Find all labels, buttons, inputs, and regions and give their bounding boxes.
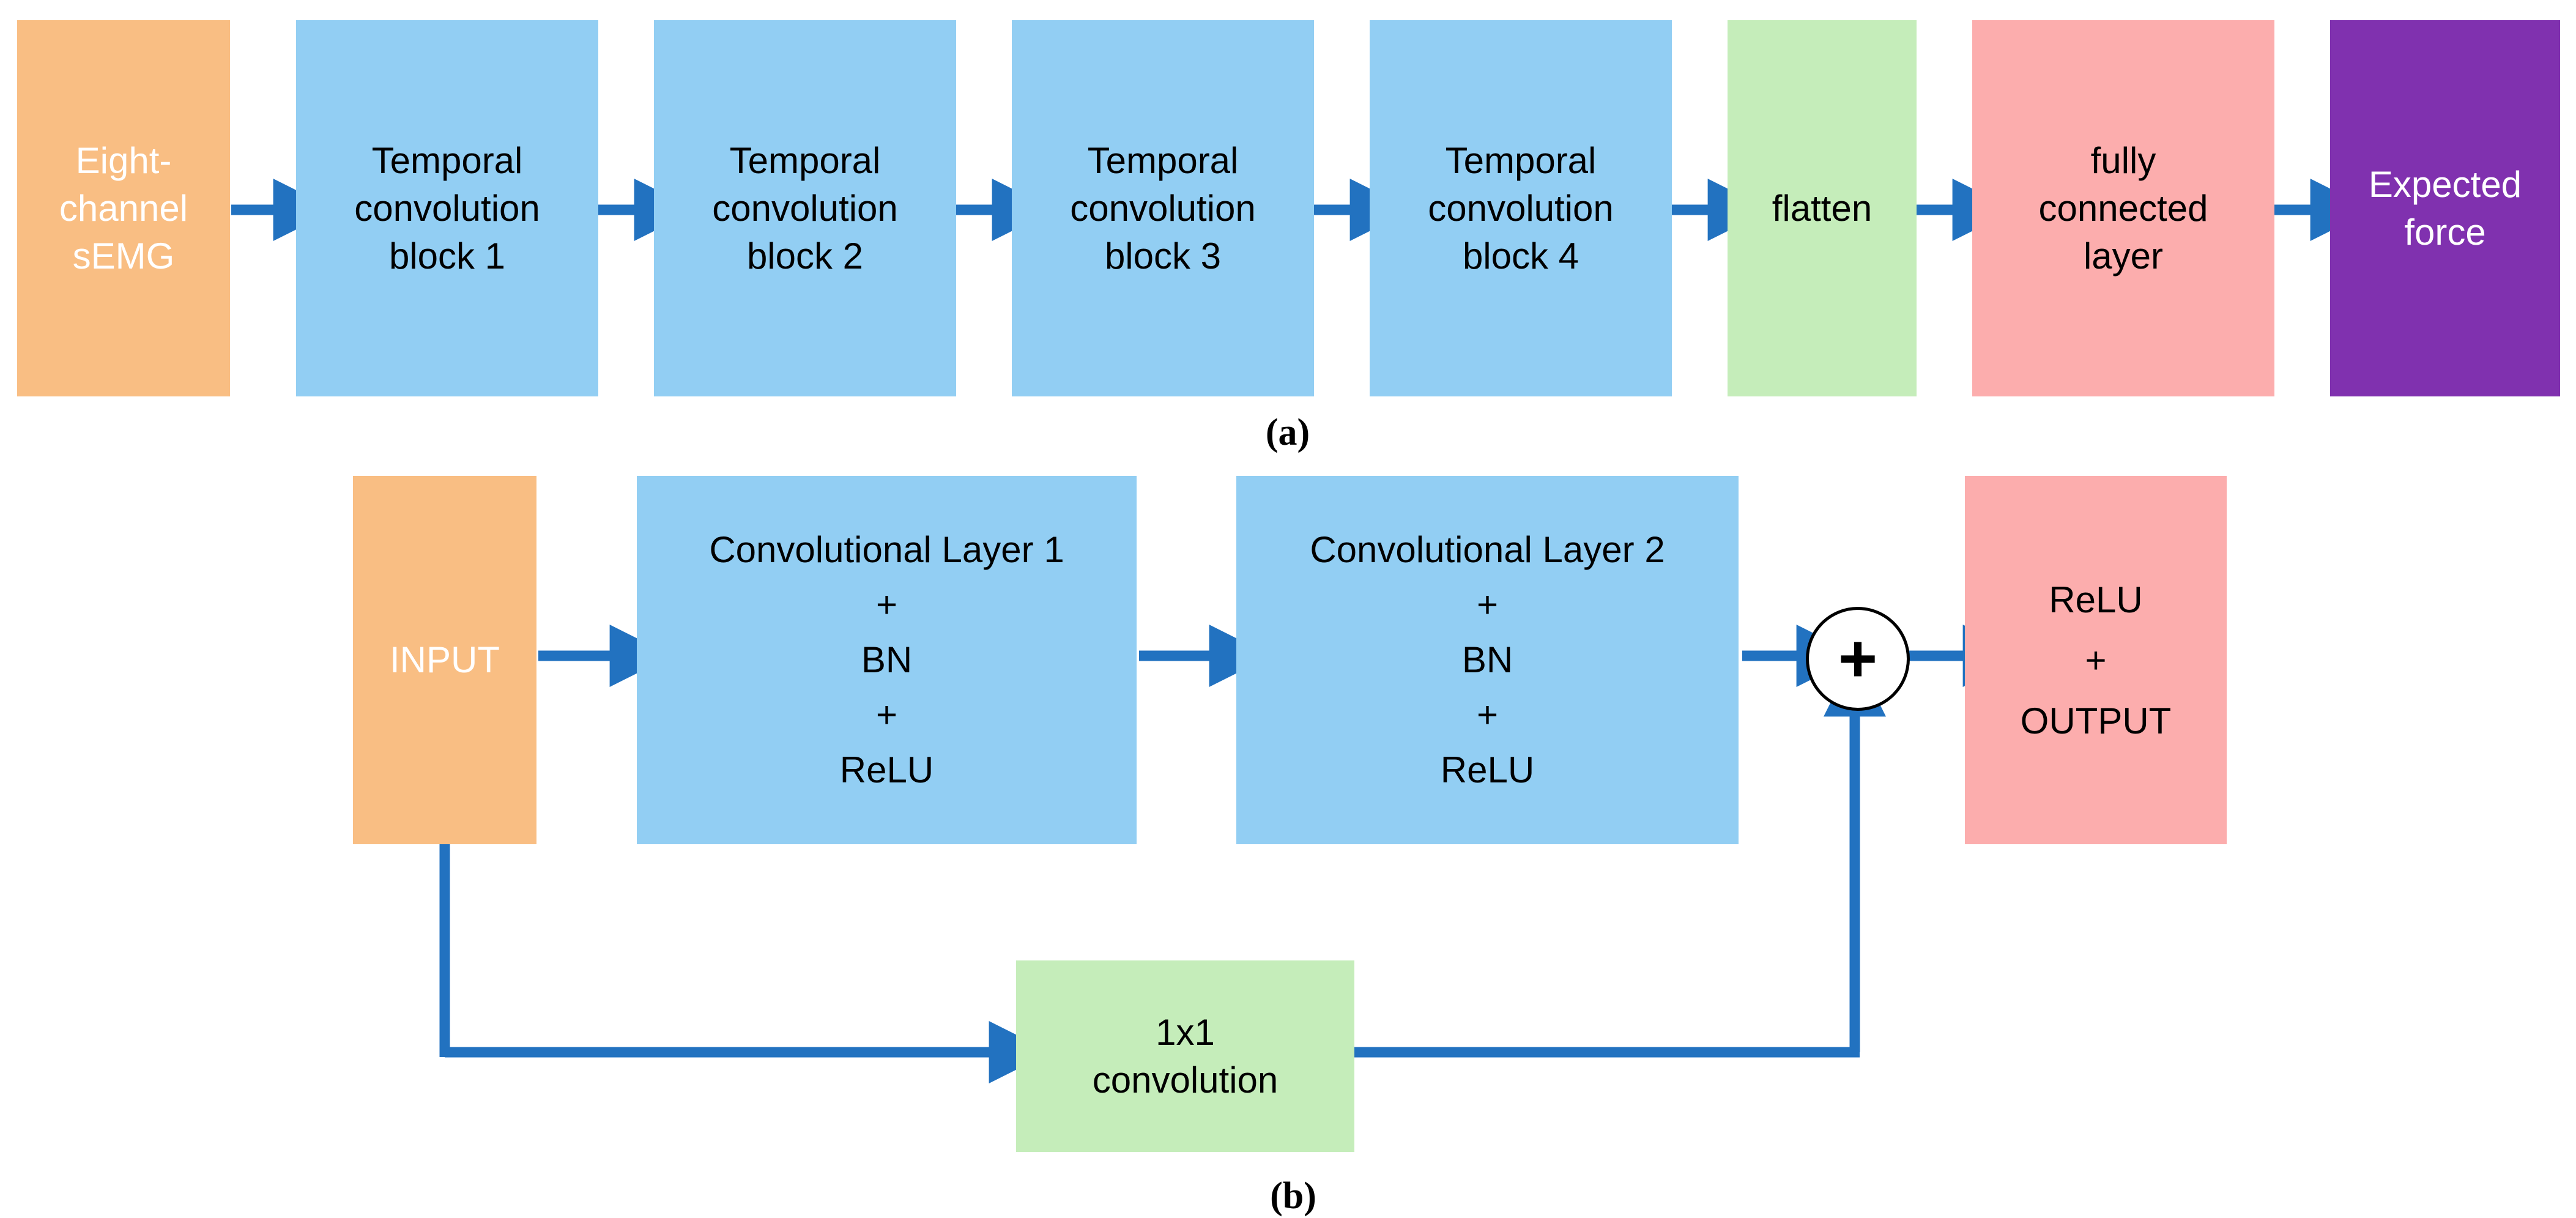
node-line: fully <box>2090 139 2156 181</box>
node-line: Eight- <box>75 139 172 181</box>
node-line: layer <box>2083 235 2164 277</box>
node-line: ReLU <box>2049 579 2143 620</box>
panel-caption-b: (b) <box>1270 1175 1316 1217</box>
node-line: + <box>875 584 898 625</box>
node-line: Temporal <box>1087 139 1239 181</box>
node-line: sEMG <box>72 235 175 277</box>
node-line: ReLU <box>839 749 934 790</box>
node-line: + <box>875 694 898 735</box>
node-line: block 4 <box>1462 235 1579 277</box>
node-line: Convolutional Layer 1 <box>709 529 1064 570</box>
node-line: convolution <box>354 187 540 229</box>
node-line: Temporal <box>729 139 881 181</box>
node-fully-connected-layer[interactable]: fully connected layer <box>1972 20 2274 396</box>
node-line: OUTPUT <box>2020 700 2172 741</box>
node-line: ReLU <box>1440 749 1535 790</box>
node-line: + <box>2085 639 2107 681</box>
node-shortcut-1x1-convolution[interactable]: 1x1 convolution <box>1016 960 1354 1152</box>
node-line: connected <box>2038 187 2208 229</box>
node-flatten[interactable]: flatten <box>1728 20 1917 396</box>
node-line: Temporal <box>371 139 523 181</box>
node-line: block 2 <box>746 235 864 277</box>
node-expected-force[interactable]: Expected force <box>2330 20 2560 396</box>
node-input-semg[interactable]: Eight- channel sEMG <box>17 20 230 396</box>
node-temporal-conv-block-2[interactable]: Temporal convolution block 2 <box>654 20 956 396</box>
node-line: block 1 <box>388 235 506 277</box>
node-line: Convolutional Layer 2 <box>1310 529 1665 570</box>
node-block-input[interactable]: INPUT <box>353 476 536 844</box>
node-temporal-conv-block-1[interactable]: Temporal convolution block 1 <box>296 20 598 396</box>
plus-sign-icon: + <box>1838 621 1878 696</box>
node-line: convolution <box>1092 1059 1279 1101</box>
node-line: + <box>1476 694 1499 735</box>
node-line: convolution <box>1070 187 1256 229</box>
node-convolutional-layer-2[interactable]: Convolutional Layer 2 + BN + ReLU <box>1236 476 1739 844</box>
panel-caption-a: (a) <box>1265 412 1310 453</box>
node-line: block 3 <box>1104 235 1222 277</box>
node-line: Expected <box>2368 163 2522 205</box>
node-line: BN <box>861 639 913 680</box>
node-line: 1x1 <box>1156 1011 1215 1053</box>
node-block-output[interactable]: ReLU + OUTPUT <box>1965 476 2227 844</box>
node-temporal-conv-block-4[interactable]: Temporal convolution block 4 <box>1370 20 1672 396</box>
node-temporal-conv-block-3[interactable]: Temporal convolution block 3 <box>1012 20 1314 396</box>
node-line: BN <box>1461 639 1513 680</box>
node-line: + <box>1476 584 1499 625</box>
node-residual-add[interactable]: + <box>1806 607 1910 711</box>
node-line: flatten <box>1772 187 1873 229</box>
node-convolutional-layer-1[interactable]: Convolutional Layer 1 + BN + ReLU <box>637 476 1137 844</box>
node-line: channel <box>59 187 188 229</box>
node-line: force <box>2404 211 2486 253</box>
node-line: INPUT <box>390 639 500 680</box>
node-line: Temporal <box>1445 139 1597 181</box>
node-line: convolution <box>712 187 898 229</box>
node-line: convolution <box>1428 187 1614 229</box>
